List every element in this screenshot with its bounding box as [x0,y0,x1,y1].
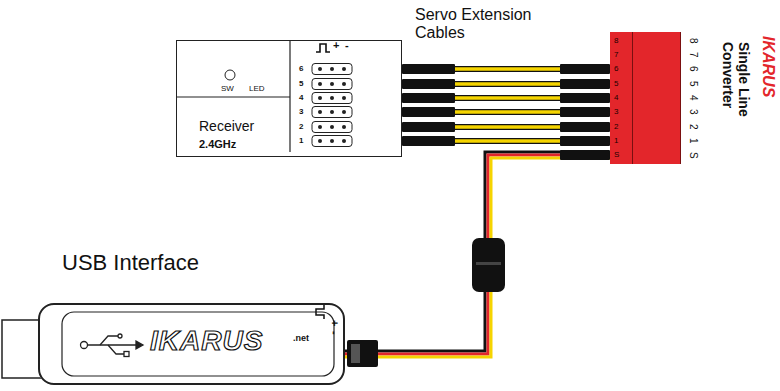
channel-number: 5 [299,79,303,88]
led-label: LED [249,84,265,93]
usb-plug [2,320,42,378]
pulse-symbol [316,305,324,319]
led-indicator [225,70,235,80]
channel-number: 4 [299,93,303,102]
switch-label: SW [221,84,234,93]
channel-number: 1 [299,136,303,145]
cable-caption: Servo Extension Cables [415,6,565,43]
usb-body-inset [62,312,334,376]
receiver-divider [289,40,290,152]
cables [339,69,610,357]
receiver-box: Receiver 2.4GHz [176,40,402,157]
inline-connector-seam [476,262,501,265]
servo-plugs [402,64,610,160]
channel-number: 6 [299,64,303,73]
cable-wire [342,155,607,354]
channel-number: 3 [299,107,303,116]
servo-cable [345,158,610,357]
frequency-label: 2.4GHz [199,138,236,151]
usb-icon [81,334,144,357]
polarity-sign: + [328,320,341,326]
receiver-pin-header [312,64,352,147]
usb-interface-body: USB Interface [38,303,345,385]
inline-connector [472,238,505,292]
cable-wire [339,152,604,351]
usb-cable-plug-grip [351,344,360,363]
converter-box: Single Line Converter [610,32,780,164]
usb-body [38,303,345,385]
device-name: Receiver [199,118,254,134]
device-name: Single Line Converter [720,42,752,142]
pulse-symbol [316,44,330,52]
receiver-divider [176,96,290,97]
polarity-sign: - [328,331,341,335]
channel-number: 2 [299,122,303,131]
pin-dots [318,67,346,143]
brand-suffix: .net [293,333,309,343]
brand-logo: IKARUS [150,325,263,357]
usb-cable-plug [347,340,378,367]
pin-divider [632,32,633,164]
device-heading: USB Interface [62,250,199,275]
